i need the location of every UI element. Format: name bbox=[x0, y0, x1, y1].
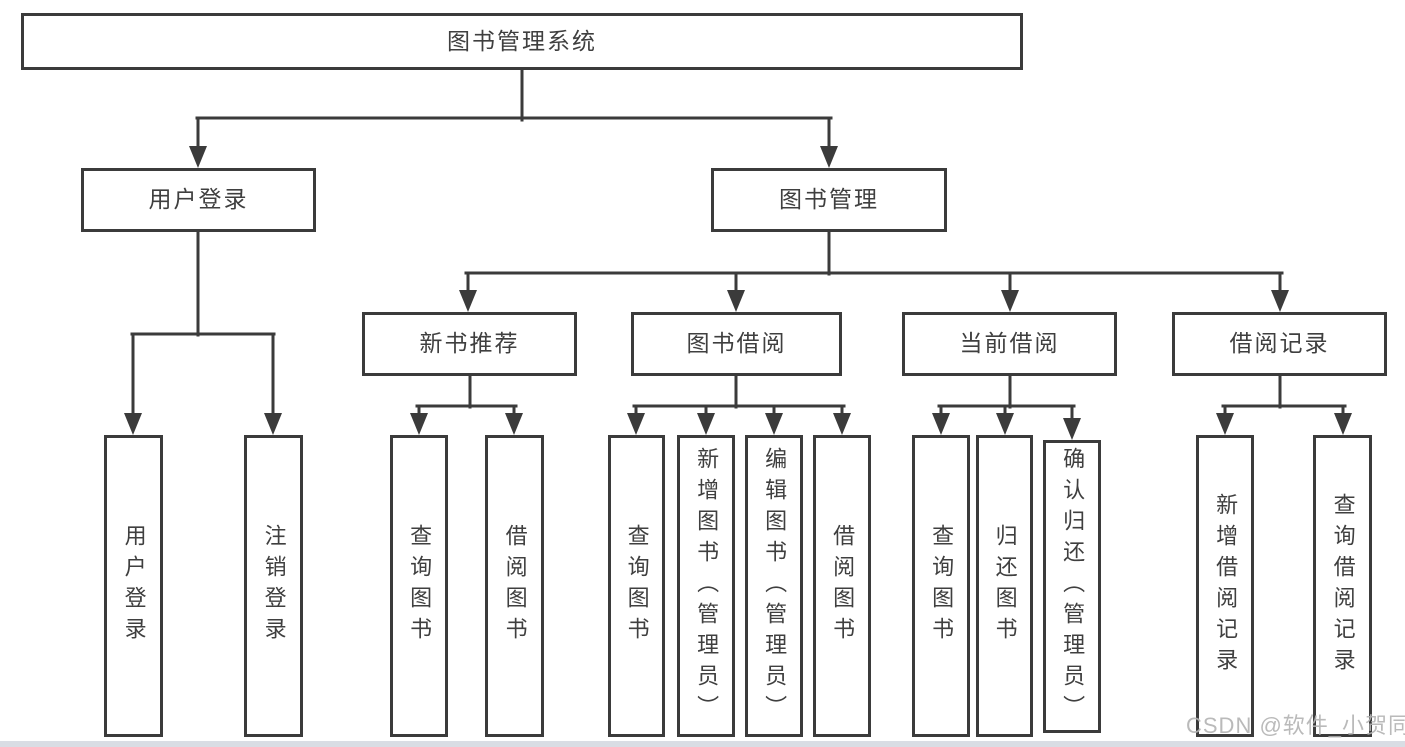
leaf-add-book-admin: 新增图书（管理员） bbox=[677, 435, 735, 737]
leaf-return-book: 归还图书 bbox=[976, 435, 1033, 737]
leaf-query-books-borrow: 查询图书 bbox=[608, 435, 665, 737]
arrowhead-down-icon bbox=[1271, 290, 1289, 312]
arrowhead-down-icon bbox=[727, 290, 745, 312]
arrowhead-down-icon bbox=[1216, 413, 1234, 435]
arrowhead-down-icon bbox=[996, 413, 1014, 435]
node-current-borrowing: 当前借阅 bbox=[902, 312, 1117, 376]
arrowhead-down-icon bbox=[627, 413, 645, 435]
node-new-book-recommend: 新书推荐 bbox=[362, 312, 577, 376]
leaf-add-borrow-record: 新增借阅记录 bbox=[1196, 435, 1254, 737]
bottom-edge-strip bbox=[0, 741, 1405, 747]
leaf-edit-book-admin: 编辑图书（管理员） bbox=[745, 435, 803, 737]
node-user-login: 用户登录 bbox=[81, 168, 316, 232]
node-book-management: 图书管理 bbox=[711, 168, 947, 232]
node-book-borrowing: 图书借阅 bbox=[631, 312, 842, 376]
arrowhead-down-icon bbox=[1001, 290, 1019, 312]
arrowhead-down-icon bbox=[932, 413, 950, 435]
leaf-query-books-current: 查询图书 bbox=[912, 435, 970, 737]
arrowhead-down-icon bbox=[1334, 413, 1352, 435]
watermark: CSDN @软件_小贺同学 bbox=[1186, 713, 1405, 738]
node-borrowing-records: 借阅记录 bbox=[1172, 312, 1387, 376]
leaf-query-borrow-record: 查询借阅记录 bbox=[1313, 435, 1372, 737]
arrowhead-down-icon bbox=[124, 413, 142, 435]
arrowhead-down-icon bbox=[189, 146, 207, 168]
arrowhead-down-icon bbox=[833, 413, 851, 435]
arrowhead-down-icon bbox=[820, 146, 838, 168]
arrowhead-down-icon bbox=[264, 413, 282, 435]
arrowhead-down-icon bbox=[459, 290, 477, 312]
leaf-logout: 注销登录 bbox=[244, 435, 303, 737]
leaf-user-login: 用户登录 bbox=[104, 435, 163, 737]
arrowhead-down-icon bbox=[697, 413, 715, 435]
arrowhead-down-icon bbox=[410, 413, 428, 435]
arrowhead-down-icon bbox=[1063, 418, 1081, 440]
leaf-borrow-books-recommend: 借阅图书 bbox=[485, 435, 544, 737]
leaf-borrow-books-borrow: 借阅图书 bbox=[813, 435, 871, 737]
leaf-confirm-return-admin: 确认归还（管理员） bbox=[1043, 440, 1101, 733]
node-library-management-system: 图书管理系统 bbox=[21, 13, 1023, 70]
arrowhead-down-icon bbox=[505, 413, 523, 435]
arrowhead-down-icon bbox=[765, 413, 783, 435]
leaf-query-books-recommend: 查询图书 bbox=[390, 435, 448, 737]
